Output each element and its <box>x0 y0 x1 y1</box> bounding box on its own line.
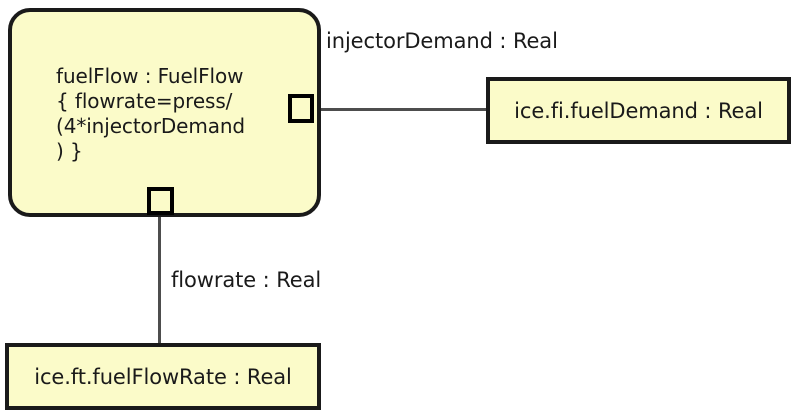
fuel-flow-rate-block[interactable]: ice.ft.fuelFlowRate : Real <box>5 343 321 410</box>
fuel-demand-block-label: ice.fi.fuelDemand : Real <box>514 98 763 123</box>
injector-demand-connector-line[interactable] <box>308 108 490 111</box>
fuel-demand-block[interactable]: ice.fi.fuelDemand : Real <box>486 77 791 144</box>
injector-demand-connector-label: injectorDemand : Real <box>326 29 558 53</box>
fuel-flow-block[interactable]: fuelFlow : FuelFlow { flowrate=press/ (4… <box>8 8 321 217</box>
flowrate-connector-label: flowrate : Real <box>171 268 322 292</box>
fuel-flow-block-text: fuelFlow : FuelFlow { flowrate=press/ (4… <box>56 64 246 163</box>
flowrate-port[interactable] <box>147 187 174 215</box>
flowrate-connector-line[interactable] <box>158 208 161 348</box>
fuel-flow-rate-block-label: ice.ft.fuelFlowRate : Real <box>34 364 292 389</box>
injector-demand-port[interactable] <box>288 94 314 123</box>
